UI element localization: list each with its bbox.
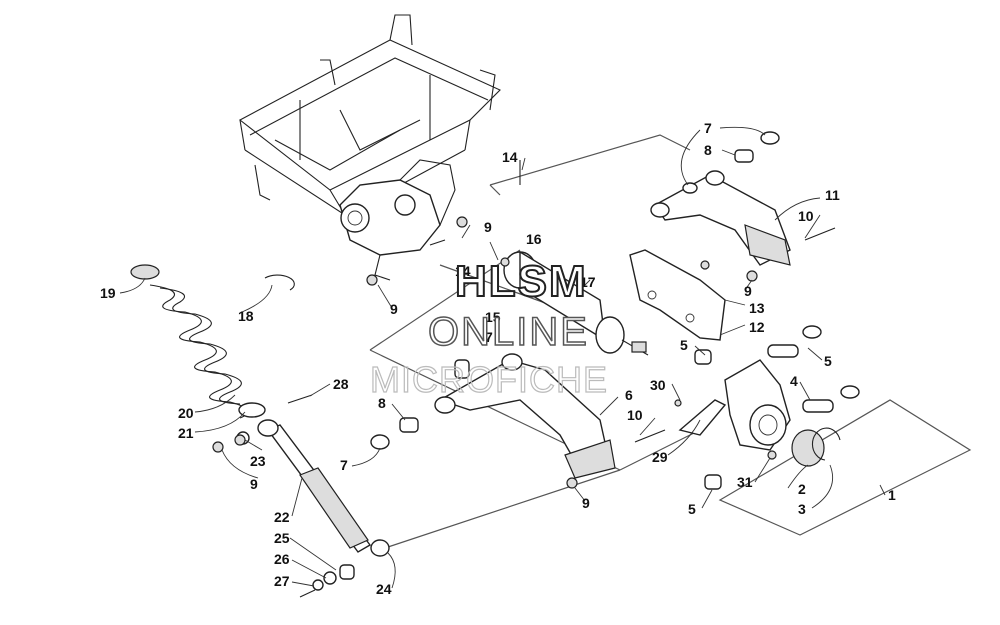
callout-15: 15 (485, 309, 501, 325)
callout-10-top: 10 (798, 208, 814, 224)
callout-7-mid: 7 (485, 329, 493, 345)
callout-4: 4 (790, 373, 798, 389)
hardware-fasteners (212, 160, 836, 489)
leader-lines (119, 126, 886, 589)
callout-27: 27 (274, 573, 290, 589)
steering-knuckle (678, 325, 860, 490)
callout-7-top: 7 (704, 120, 712, 136)
callout-17: 17 (580, 274, 596, 290)
coil-spring (130, 264, 295, 446)
watermark: HLSM ONLINE MICROFICHE (369, 256, 608, 401)
callout-7-left: 7 (340, 457, 348, 473)
callout-16: 16 (526, 231, 542, 247)
skid-guard (629, 249, 726, 341)
lower-a-arm (370, 353, 616, 479)
callout-6: 6 (625, 387, 633, 403)
callout-14-mid: 14 (455, 263, 471, 279)
callout-28: 28 (333, 376, 349, 392)
callout-23: 23 (250, 453, 266, 469)
watermark-line-3: MICROFICHE (370, 359, 608, 400)
callout-19: 19 (100, 285, 116, 301)
callout-20: 20 (178, 405, 194, 421)
watermark-line-1: HLSM (455, 257, 588, 306)
upper-a-arm (650, 131, 791, 266)
callout-29: 29 (652, 449, 668, 465)
callout-26: 26 (274, 551, 290, 567)
callout-18: 18 (238, 308, 254, 324)
callout-11: 11 (825, 187, 840, 203)
half-shaft (500, 250, 649, 356)
callout-10-mid: 10 (627, 407, 643, 423)
callout-22: 22 (274, 509, 290, 525)
callout-9-c: 9 (744, 283, 752, 299)
callout-9-e: 9 (250, 476, 258, 492)
callout-30: 30 (650, 377, 666, 393)
callout-9-b: 9 (390, 301, 398, 317)
callout-9-d: 9 (582, 495, 590, 511)
callout-8-top: 8 (704, 142, 712, 158)
callout-8-left: 8 (378, 395, 386, 411)
callout-3: 3 (798, 501, 806, 517)
watermark-line-2: ONLINE (428, 310, 589, 354)
callout-13: 13 (749, 300, 765, 316)
callout-25: 25 (274, 530, 290, 546)
shock-absorber (236, 419, 390, 598)
callout-5-upper: 5 (680, 337, 688, 353)
callout-14-top: 14 (502, 149, 518, 165)
callout-5-lower: 5 (688, 501, 696, 517)
callout-31: 31 (737, 474, 753, 490)
callout-12: 12 (749, 319, 765, 335)
callout-5-right: 5 (824, 353, 832, 369)
callout-2: 2 (798, 481, 806, 497)
vehicle-frame (238, 14, 501, 281)
callout-1: 1 (888, 487, 896, 503)
callout-24: 24 (376, 581, 392, 597)
callout-9-a: 9 (484, 219, 492, 235)
callout-labels: 1 2 3 4 5 5 5 6 7 7 7 8 8 9 9 9 9 9 10 1… (100, 120, 896, 597)
callout-21: 21 (178, 425, 194, 441)
